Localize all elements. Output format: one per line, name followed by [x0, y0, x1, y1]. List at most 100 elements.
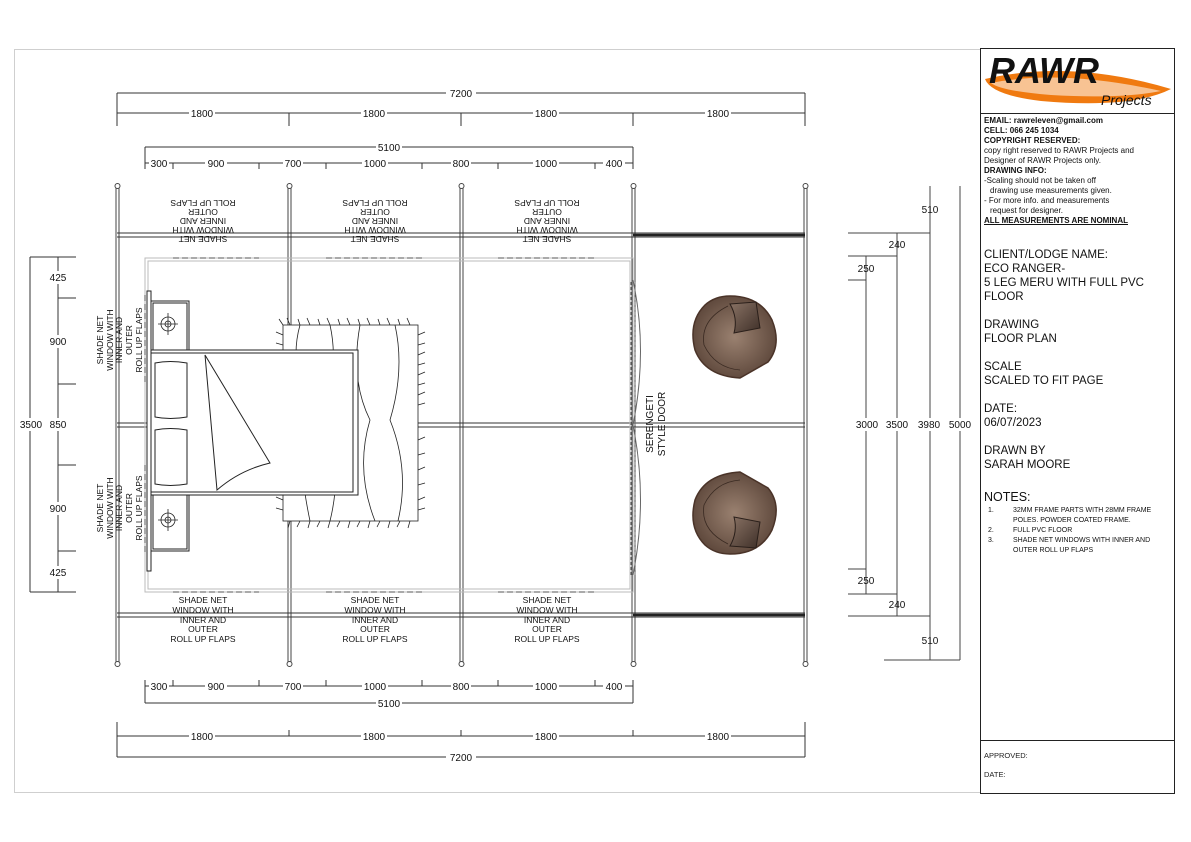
window-label-line: ROLL UP FLAPS [514, 634, 580, 644]
dim-seg-1000a-top: 1000 [364, 159, 387, 170]
dim-3500-right: 3500 [886, 420, 909, 431]
window-label-line: ROLL UP FLAPS [514, 198, 580, 208]
dim-250-top-right: 250 [858, 264, 875, 275]
window-label-line: WINDOW WITH [172, 605, 233, 615]
dim-5100-bottom: 5100 [378, 699, 401, 710]
drawing-info-line: -Scaling should not be taken off [984, 176, 1096, 185]
window-label-line: INNER AND [114, 317, 124, 363]
window-label-line: ROLL UP FLAPS [134, 475, 144, 541]
window-label-line: WINDOW WITH [516, 605, 577, 615]
armchair-top [692, 295, 777, 379]
company-logo: RAWR Projects [981, 49, 1174, 114]
window-label-line: ROLL UP FLAPS [170, 198, 236, 208]
window-label-line: INNER AND [180, 615, 226, 625]
approved-label: APPROVED: [984, 751, 1028, 760]
dim-425-top-left: 425 [50, 273, 67, 284]
dim-seg-400-top: 400 [606, 159, 623, 170]
window-label-line: SHADE NET [523, 595, 572, 605]
window-label-line: SHADE NET [95, 316, 105, 365]
note-text: FULL PVC FLOOR [1013, 527, 1073, 534]
note-text: 32MM FRAME PARTS WITH 28MM FRAME POLES. … [1013, 507, 1152, 524]
date-label: DATE: [984, 403, 1018, 415]
drawing-section: DRAWING FLOOR PLAN [981, 318, 1174, 346]
client-name: 5 LEG MERU WITH FULL PVC [984, 277, 1144, 289]
drawing-label: DRAWING [984, 319, 1040, 331]
notes-heading: NOTES: [984, 490, 1031, 504]
dim-seg-1000b-top: 1000 [535, 159, 558, 170]
window-label-line: ROLL UP FLAPS [342, 634, 408, 644]
email-text: EMAIL: rawreleven@gmail.com [984, 116, 1103, 125]
client-name: ECO RANGER- [984, 263, 1066, 275]
window-label-line: INNER AND [180, 216, 226, 226]
dim-7200-bottom: 7200 [450, 753, 473, 764]
note-number: 2. [988, 527, 994, 534]
contact-info: EMAIL: rawreleven@gmail.com CELL: 066 24… [981, 114, 1174, 226]
window-label-line: ROLL UP FLAPS [134, 307, 144, 373]
client-label: CLIENT/LODGE NAME: [984, 249, 1108, 261]
window-label-line: OUTER [124, 325, 134, 355]
rawr-logo-icon: RAWR Projects [985, 50, 1171, 108]
note-item: 2. FULL PVC FLOOR [984, 526, 1174, 536]
door-label-line: SERENGETI [645, 395, 656, 453]
approved-date-label: DATE: [984, 770, 1006, 779]
window-label-line: WINDOW WITH [172, 225, 233, 235]
window-dashes [144, 257, 595, 593]
dim-3000-right: 3000 [856, 420, 879, 431]
dim-seg-300-bottom: 300 [151, 682, 168, 693]
window-label-line: INNER AND [114, 485, 124, 531]
note-text: SHADE NET WINDOWS WITH INNER AND OUTER R… [1013, 537, 1151, 554]
note-number: 3. [988, 537, 994, 544]
note-item: 1. 32MM FRAME PARTS WITH 28MM FRAME POLE… [984, 506, 1174, 526]
dim-bay-2-bottom: 1800 [363, 732, 386, 743]
dim-seg-1000b-bottom: 1000 [535, 682, 558, 693]
drawn-by-value: SARAH MOORE [984, 459, 1071, 471]
dim-bay-4-top: 1800 [707, 109, 730, 120]
note-number: 1. [988, 507, 994, 514]
dim-seg-700-bottom: 700 [285, 682, 302, 693]
window-label-line: ROLL UP FLAPS [342, 198, 408, 208]
nominal-notice: ALL MEASUREMENTS ARE NOMINAL [984, 216, 1128, 225]
window-label-line: INNER AND [352, 615, 398, 625]
drawing-value: FLOOR PLAN [984, 333, 1057, 345]
bedside-lamps [158, 313, 178, 531]
dim-seg-900-top: 900 [208, 159, 225, 170]
window-label-line: OUTER [532, 624, 562, 634]
window-label-line: INNER AND [524, 216, 570, 226]
copyright-text: Designer of RAWR Projects only. [984, 156, 1101, 165]
dim-seg-800-top: 800 [453, 159, 470, 170]
window-label-line: INNER AND [352, 216, 398, 226]
top-window-labels: SHADE NET WINDOW WITH INNER AND OUTER RO… [170, 198, 580, 244]
window-label-line: WINDOW WITH [105, 477, 115, 538]
dim-240-top-right: 240 [889, 240, 906, 251]
dim-3980-right: 3980 [918, 420, 941, 431]
window-label-line: SHADE NET [351, 595, 400, 605]
dim-510-top-right: 510 [922, 205, 939, 216]
dim-3500-left: 3500 [20, 420, 43, 431]
dim-5100-top: 5100 [378, 143, 401, 154]
window-label-line: WINDOW WITH [105, 309, 115, 370]
window-label-line: OUTER [124, 493, 134, 523]
window-label-line: SHADE NET [351, 234, 400, 244]
scale-value: SCALED TO FIT PAGE [984, 375, 1104, 387]
dim-7200-top: 7200 [450, 89, 473, 100]
dim-425-bottom-left: 425 [50, 568, 67, 579]
dim-240-bottom-right: 240 [889, 600, 906, 611]
window-label-line: SHADE NET [523, 234, 572, 244]
door-label-line: STYLE DOOR [657, 392, 668, 456]
window-label-line: SHADE NET [95, 484, 105, 533]
title-block: RAWR Projects EMAIL: rawreleven@gmail.co… [980, 48, 1175, 794]
dim-bay-2-top: 1800 [363, 109, 386, 120]
cell-text: CELL: 066 245 1034 [984, 126, 1059, 135]
dim-510-bottom-right: 510 [922, 636, 939, 647]
window-label-line: ROLL UP FLAPS [170, 634, 236, 644]
dim-900-lower-left: 900 [50, 504, 67, 515]
window-label-line: SHADE NET [179, 595, 228, 605]
armchair-bottom [692, 471, 777, 555]
dim-5000-right: 5000 [949, 420, 972, 431]
dim-seg-900-bottom: 900 [208, 682, 225, 693]
drawn-by-section: DRAWN BY SARAH MOORE [981, 444, 1174, 472]
bottom-window-labels: SHADE NET WINDOW WITH INNER AND OUTER RO… [170, 595, 580, 644]
dim-seg-800-bottom: 800 [453, 682, 470, 693]
drawing-sheet-border [14, 49, 980, 793]
